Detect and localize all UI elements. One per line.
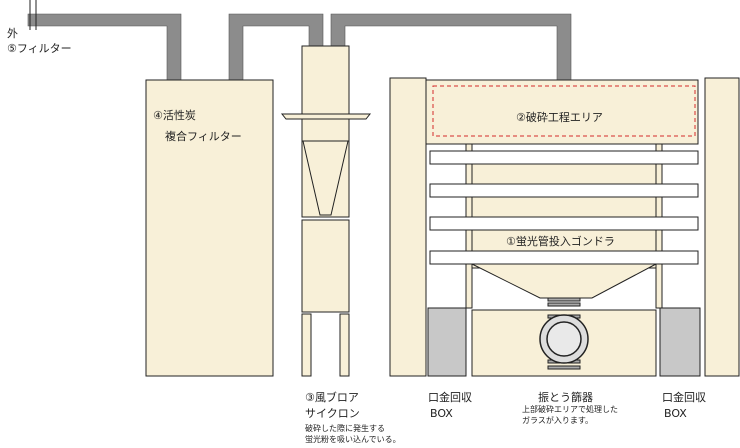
carbon-filter-label-line2: 複合フィルター [165,130,242,143]
crushing-area-box [425,79,699,145]
outside-label: 外 [7,27,18,40]
sieve-inner-ring [546,321,582,357]
frame-left-column [389,77,427,377]
blower-label-line1: ③風ブロア [305,391,359,404]
base-box-right [659,307,701,377]
blower-label-line2: サイクロン [305,407,360,420]
carbon-filter-box [145,79,274,377]
base-box-left-label-line1: 口金回収 [428,391,472,404]
blower-leg-left [301,313,312,377]
base-box-left-label-line2: BOX [430,407,453,420]
blower-cyclone [280,45,372,377]
cyclone-cone [302,140,349,216]
crushing-machine [389,77,740,377]
gondola-label: ①蛍光管投入ゴンドラ [506,235,615,248]
blower-lower-box [301,219,350,313]
blower-leg-right [339,313,350,377]
crushing-area-label: ②破砕工程エリア [516,111,603,124]
gondola-rail-2 [429,183,699,198]
sieve-spring-3 [547,365,581,370]
sieve-note-line1: 上部破砕エリアで処理した [522,405,618,414]
blower-top-box [301,45,350,115]
frame-right-column [704,77,740,377]
sieve-label: 振とう篩器 [538,391,593,404]
blower-note-line2: 蛍光粉を吸い込んでいる。 [305,435,401,444]
outside-pipe [29,0,37,30]
duct-crusher-to-blower [330,13,572,81]
hopper-spring-top [547,297,581,302]
base-box-right-label-line2: BOX [664,407,687,420]
crushing-area-dashed [432,85,696,137]
blower-note-line1: 破砕した際に発生する [305,424,385,433]
blower-flange [280,113,372,120]
gondola-rail-4 [429,250,699,265]
hopper-spring-bottom [547,302,581,307]
base-box-right-label-line1: 口金回収 [662,391,706,404]
base-box-left [427,307,467,377]
gondola-rail-3 [429,216,699,231]
exhaust-ducts [27,13,572,81]
hopper [471,263,657,299]
gondola-rail-1 [429,150,699,165]
filter5-label: ⑤フィルター [7,42,72,55]
carbon-filter-label-line1: ④活性炭 [153,109,196,122]
sieve-note-line2: ガラスが入ります。 [522,416,594,425]
chute-box [471,159,657,269]
